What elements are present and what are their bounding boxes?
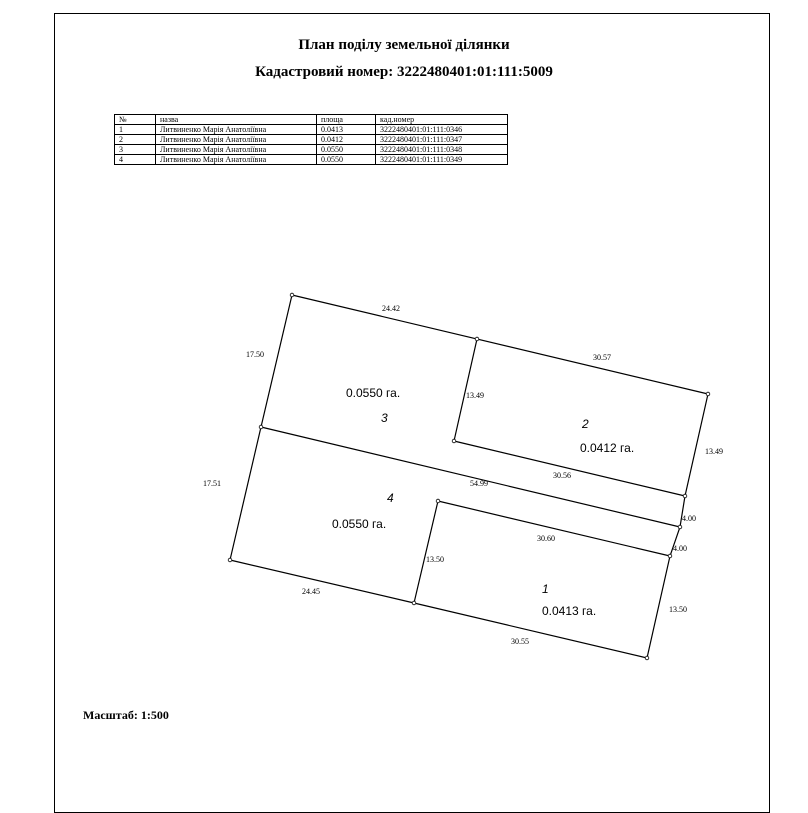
dim-top-right: 30.57 — [593, 353, 611, 362]
dim-right-lower: 13.50 — [669, 605, 687, 614]
parcel-4-area: 0.0550 га. — [332, 517, 386, 531]
dim-left-upper: 17.50 — [246, 350, 264, 359]
cadastral-number: Кадастровий номер: 3222480401:01:111:500… — [255, 64, 553, 80]
vertex-point — [682, 493, 688, 499]
vertex-point — [705, 391, 711, 397]
vertex-point — [289, 292, 295, 298]
parcel-2-area: 0.0412 га. — [580, 441, 634, 455]
boundary-points — [227, 292, 711, 661]
plan-title: План поділу земельної ділянки — [298, 37, 510, 53]
parcel-2-number: 2 — [581, 417, 589, 431]
subdivision-plan: 24.42 30.57 17.50 17.51 13.49 13.49 30.5… — [203, 292, 723, 661]
parcel-3-number: 3 — [381, 411, 388, 425]
dim-right-upper: 13.49 — [705, 447, 723, 456]
vertex-point — [667, 553, 673, 559]
vertex-point — [644, 655, 650, 661]
vertex-point — [227, 557, 233, 563]
cell-cadastral: 3222480401:01:111:0349 — [375, 154, 508, 165]
vertex-point — [258, 424, 264, 430]
dim-gap-upper: 4.00 — [682, 514, 696, 523]
dim-inner-p2-left: 13.49 — [466, 391, 484, 400]
vertex-point — [451, 438, 457, 444]
dim-bottom-right: 30.55 — [511, 637, 529, 646]
dim-bottom-left: 24.45 — [302, 587, 320, 596]
parcels-table: № назва площа кад.номер 1 Литвиненко Мар… — [114, 114, 508, 165]
parcel-1-area: 0.0413 га. — [542, 604, 596, 618]
parcel-1-number: 1 — [542, 582, 549, 596]
dim-inner-p1-top: 30.60 — [537, 534, 555, 543]
parcel-3-area: 0.0550 га. — [346, 386, 400, 400]
outer-boundary — [229, 294, 709, 659]
scale-label: Масштаб: 1:500 — [83, 708, 169, 722]
vertex-point — [435, 498, 441, 504]
boundary-lines — [229, 294, 709, 659]
table-row: 4 Литвиненко Марія Анатоліївна 0.0550 32… — [114, 154, 508, 165]
dim-inner-p1-left: 13.50 — [426, 555, 444, 564]
dim-gap-lower: 4.00 — [673, 544, 687, 553]
dim-inner-p2-bottom: 30.56 — [553, 471, 571, 480]
dim-top-left: 24.42 — [382, 304, 400, 313]
dim-middle-long: 54.99 — [470, 479, 488, 488]
vertex-point — [411, 600, 417, 606]
parcel-labels: 3 0.0550 га. 2 0.0412 га. 4 0.0550 га. 1… — [332, 386, 634, 618]
vertex-point — [677, 524, 683, 530]
dimension-labels: 24.42 30.57 17.50 17.51 13.49 13.49 30.5… — [203, 304, 723, 646]
vertex-point — [474, 336, 480, 342]
division-line-3-4 — [260, 426, 681, 528]
dim-left-lower: 17.51 — [203, 479, 221, 488]
parcel-4-number: 4 — [387, 491, 394, 505]
